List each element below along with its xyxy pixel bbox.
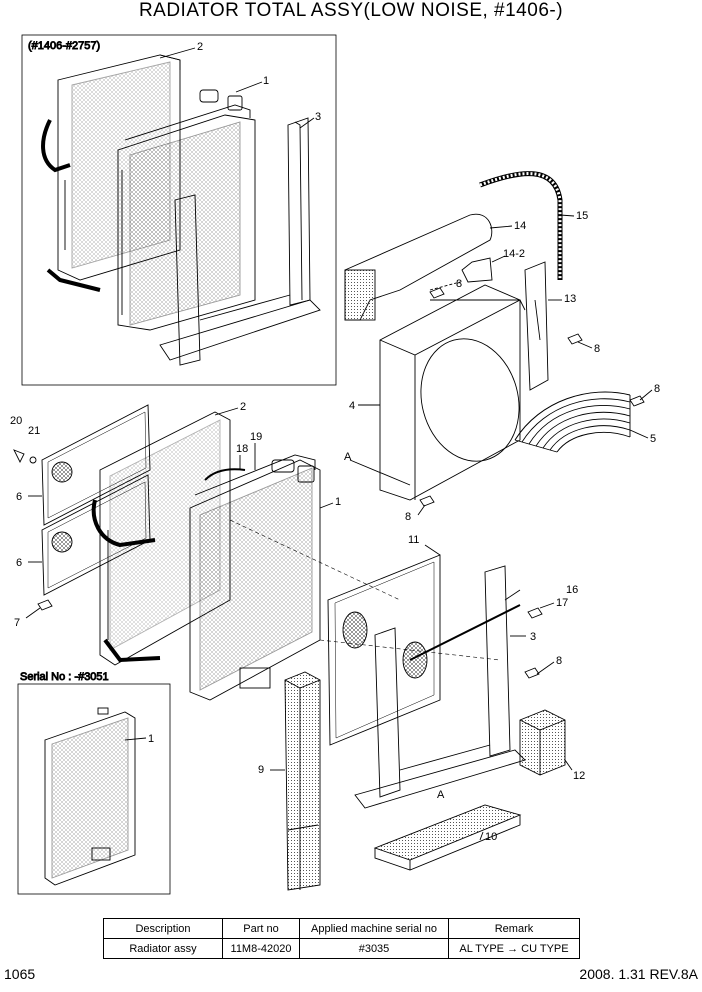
inset-top-caption: (#1406-#2757) [28, 40, 100, 52]
callout-label: 8 [594, 343, 600, 355]
lower-leaders [25, 407, 573, 841]
callout-label: 2 [240, 401, 246, 413]
callout-label: 17 [556, 597, 568, 609]
table-header-row: Description Part no Applied machine seri… [103, 918, 580, 939]
callout-label: 6 [16, 491, 22, 503]
table-cell: 11M8-42020 [222, 938, 300, 959]
upper-right-leaders [349, 214, 653, 516]
seal-plate-10 [373, 804, 522, 871]
callout-label: 3 [530, 631, 536, 643]
callout-label: 8 [556, 655, 562, 667]
screen-11 [327, 554, 441, 746]
callout-label: 1 [335, 496, 341, 508]
table-header-cell: Applied machine serial no [299, 918, 449, 939]
callout-label: 2 [197, 41, 203, 53]
page-title: RADIATOR TOTAL ASSY(LOW NOISE, #1406-) [138, 0, 564, 21]
callout-label: 1 [148, 733, 154, 745]
part-info-table: Description Part no Applied machine seri… [103, 918, 580, 959]
fan-guard-5 [514, 391, 631, 453]
callout-label: 1 [263, 75, 269, 87]
inset-radiator-1 [117, 89, 256, 331]
hardware [13, 449, 543, 679]
callout-label: 7 [14, 617, 20, 629]
revision-date: 2008. 1.31 REV.8A [579, 966, 698, 982]
inset-top-callouts [159, 47, 315, 129]
table-cell: AL TYPE → CU TYPE [448, 938, 580, 959]
callout-label: 11 [408, 534, 419, 546]
callout-label: 8 [405, 511, 411, 523]
callout-label: 10 [485, 831, 497, 843]
bracket-14-2 [461, 257, 493, 283]
callout-label: 21 [28, 425, 40, 437]
inset-bottom-frame [17, 683, 171, 895]
seal-block-12 [519, 709, 566, 776]
callout-label: 13 [564, 293, 576, 305]
callout-labels: 14 15 14-2 8 13 8 8 4 5 A 8 20 21 2 18 1… [10, 210, 660, 843]
callout-label: A [437, 789, 445, 801]
callout-label: 4 [349, 400, 355, 412]
bolt-8-set [419, 287, 645, 507]
guard-plate-13 [524, 261, 549, 391]
table-cell: Radiator assy [103, 938, 223, 959]
inset-bottom-caption: Serial No : -#3051 [20, 671, 109, 683]
callout-label: 20 [10, 415, 22, 427]
cover-plate-14 [344, 213, 493, 321]
callout-label: 6 [16, 557, 22, 569]
callout-label: 19 [250, 431, 262, 443]
callout-label: 3 [315, 111, 321, 123]
table-header-cell: Remark [448, 918, 580, 939]
table-header-cell: Part no [222, 918, 300, 939]
fan-shroud-4 [379, 284, 526, 501]
inset-radiator-bottom [44, 707, 147, 886]
table-header-cell: Description [103, 918, 223, 939]
callout-label: 9 [258, 764, 264, 776]
callout-label: 5 [650, 433, 656, 445]
callout-label: 8 [456, 278, 462, 290]
callout-label: 14-2 [503, 248, 525, 260]
table-cell: #3035 [299, 938, 449, 959]
seal-block-9 [284, 671, 321, 891]
inset-bottom-callout-labels: 1 [148, 733, 154, 745]
inset-top-callout-labels: 2 1 3 [197, 41, 321, 123]
bracket-3 [354, 565, 526, 809]
callout-label: 12 [573, 770, 585, 782]
table-row: Radiator assy 11M8-42020 #3035 AL TYPE →… [103, 938, 580, 959]
parts-diagram: (#1406-#2757) [10, 34, 660, 895]
callout-label: 16 [566, 584, 578, 596]
inset-bracket-3 [159, 117, 321, 366]
callout-label: 14 [514, 220, 526, 232]
inset-top-frame [21, 34, 337, 386]
callout-label: 15 [576, 210, 588, 222]
callout-label: A [344, 451, 352, 463]
page-number: 1065 [4, 966, 36, 982]
callout-label: 8 [654, 383, 660, 395]
callout-label: 18 [236, 443, 248, 455]
